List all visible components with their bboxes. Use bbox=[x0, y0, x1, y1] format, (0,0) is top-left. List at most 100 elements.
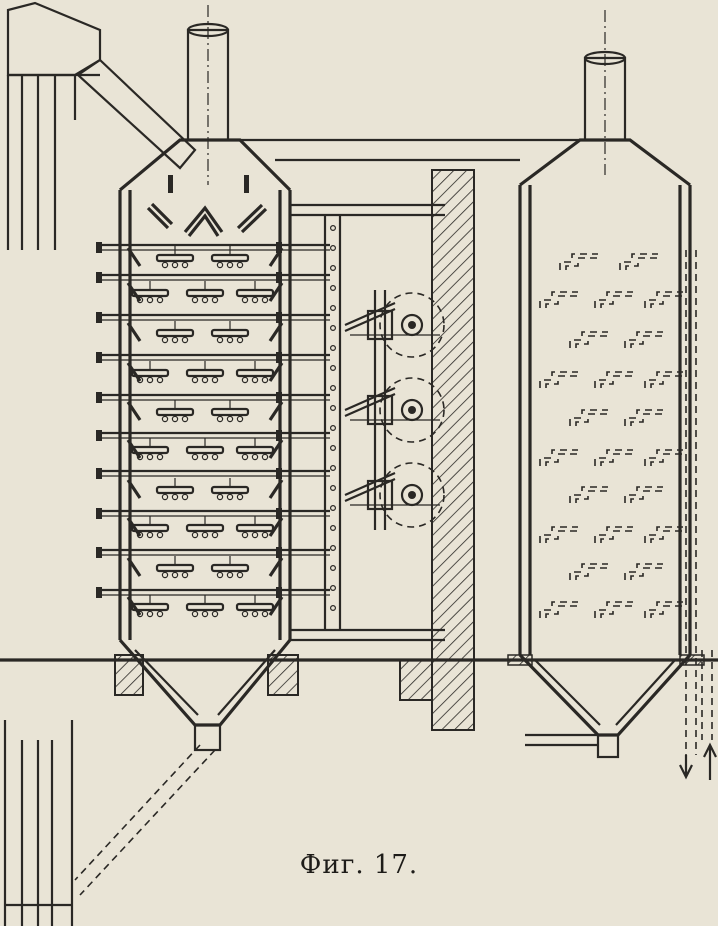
baffle-left bbox=[126, 439, 142, 459]
rivet bbox=[330, 544, 337, 551]
rivet bbox=[330, 265, 337, 272]
right-grate bbox=[624, 409, 663, 426]
grate-tray bbox=[130, 288, 170, 298]
grate-bobble bbox=[251, 376, 259, 384]
grate-bobble bbox=[156, 610, 164, 618]
grate-bobble bbox=[261, 610, 269, 618]
right-grate bbox=[539, 601, 578, 618]
pipe-end bbox=[96, 272, 102, 283]
right-drying-column bbox=[518, 138, 717, 780]
grate-bobble bbox=[181, 493, 189, 501]
grate-tray bbox=[130, 523, 170, 533]
grate-tray bbox=[155, 253, 195, 263]
baffle-left bbox=[126, 557, 142, 577]
right-grate bbox=[600, 530, 633, 543]
grate-bobble bbox=[251, 296, 259, 304]
grate-bobble bbox=[261, 296, 269, 304]
right-grate bbox=[624, 486, 663, 503]
right-grate bbox=[600, 375, 633, 388]
right-grate bbox=[650, 295, 683, 308]
pipe-end bbox=[96, 508, 102, 519]
grate-tray bbox=[130, 602, 170, 612]
top-connecting-duct bbox=[228, 138, 585, 162]
grate-bobble bbox=[146, 453, 154, 461]
right-grate bbox=[650, 453, 683, 466]
grate-bobble bbox=[136, 376, 144, 384]
grate-bobble bbox=[216, 493, 224, 501]
right-grate bbox=[565, 257, 598, 270]
pipe-flange bbox=[276, 242, 282, 253]
fan-drive-assembly bbox=[344, 290, 445, 530]
baffle-left bbox=[126, 362, 142, 382]
baffle-right bbox=[268, 479, 284, 499]
grate-tray bbox=[155, 328, 195, 338]
rivet bbox=[330, 385, 337, 392]
grate-bobble bbox=[136, 296, 144, 304]
grate-bobble bbox=[241, 453, 249, 461]
grate-bobble bbox=[191, 531, 199, 539]
feed-chute bbox=[76, 58, 197, 170]
top-left-bunker bbox=[6, 1, 102, 250]
baffle-right bbox=[268, 322, 284, 342]
baffle-right bbox=[268, 557, 284, 577]
grate-bobble bbox=[261, 531, 269, 539]
pipe-end bbox=[96, 547, 102, 558]
grate-bobble bbox=[161, 261, 169, 269]
figure-caption: Фиг. 17. bbox=[299, 850, 419, 880]
baffle-right bbox=[268, 439, 284, 459]
grate-bobble bbox=[181, 261, 189, 269]
pipe-end bbox=[96, 312, 102, 323]
grate-tray bbox=[235, 602, 275, 612]
grate-bobble bbox=[226, 493, 234, 501]
rivet bbox=[330, 425, 337, 432]
baffle-right bbox=[268, 362, 284, 382]
grate-bobble bbox=[216, 336, 224, 344]
baffle-left bbox=[126, 401, 142, 421]
grate-tray bbox=[235, 288, 275, 298]
grate-bobble bbox=[146, 531, 154, 539]
fan-motor bbox=[366, 309, 394, 341]
rivet bbox=[330, 245, 337, 252]
right-grate bbox=[625, 257, 658, 270]
right-grate bbox=[559, 253, 598, 270]
grate-bobble bbox=[161, 336, 169, 344]
grate-tray bbox=[155, 563, 195, 573]
baffle-left bbox=[126, 322, 142, 342]
pipe-flange bbox=[276, 508, 282, 519]
right-grate bbox=[539, 449, 578, 466]
right-grate bbox=[594, 526, 633, 543]
right-grate bbox=[575, 335, 608, 348]
grate-bobble bbox=[241, 531, 249, 539]
grate-bobble bbox=[211, 296, 219, 304]
rivet bbox=[330, 305, 337, 312]
chamber-rivets bbox=[330, 225, 337, 611]
baffle-right bbox=[268, 596, 284, 616]
left-exhaust-pipe bbox=[186, 5, 230, 185]
left-column-grates bbox=[126, 246, 284, 618]
grate-bobble bbox=[211, 376, 219, 384]
grate-bobble bbox=[191, 610, 199, 618]
grate-tray bbox=[235, 445, 275, 455]
grate-tray bbox=[210, 563, 250, 573]
right-grate bbox=[644, 601, 683, 618]
baffle-right bbox=[268, 401, 284, 421]
grate-bobble bbox=[201, 453, 209, 461]
right-grate bbox=[630, 335, 663, 348]
right-grate bbox=[624, 563, 663, 580]
grate-bobble bbox=[156, 296, 164, 304]
grate-tray bbox=[185, 288, 225, 298]
grate-tray bbox=[155, 407, 195, 417]
rivet bbox=[330, 445, 337, 452]
grate-bobble bbox=[156, 531, 164, 539]
grate-bobble bbox=[181, 415, 189, 423]
grate-bobble bbox=[251, 531, 259, 539]
right-grate bbox=[644, 526, 683, 543]
grate-bobble bbox=[146, 296, 154, 304]
grate-bobble bbox=[236, 261, 244, 269]
pipe-flange bbox=[276, 352, 282, 363]
fan-linkage bbox=[344, 307, 396, 333]
right-grate bbox=[594, 291, 633, 308]
fan-linkage bbox=[344, 386, 396, 412]
right-grate bbox=[545, 295, 578, 308]
grate-bobble bbox=[181, 336, 189, 344]
